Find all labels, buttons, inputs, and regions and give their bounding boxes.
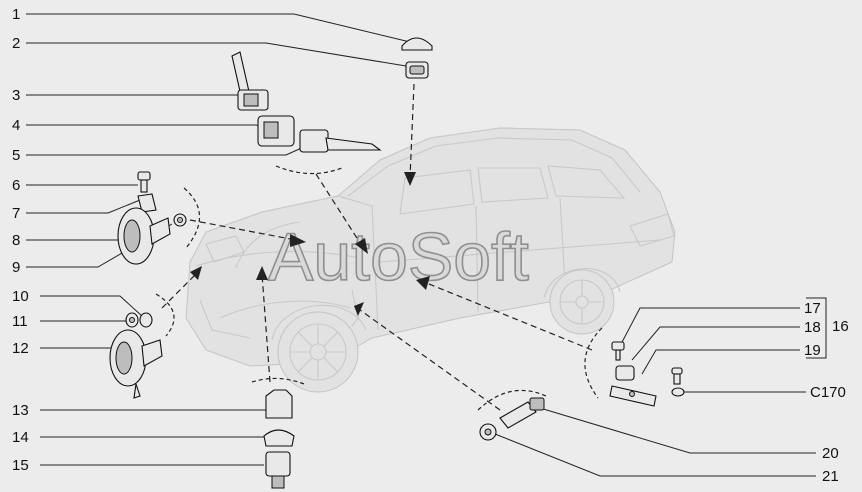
part-3-switch-lever xyxy=(231,51,269,111)
part-13-switch-top xyxy=(265,389,293,419)
part-2-bushing xyxy=(405,61,429,79)
callout-18: 18 xyxy=(804,319,821,336)
part-5-wiper-lever xyxy=(299,129,382,153)
part-15-connector-switch xyxy=(265,451,291,489)
callout-11: 11 xyxy=(12,313,28,330)
part-21-cap xyxy=(479,423,497,441)
group-arcs xyxy=(155,165,603,411)
part-4-switch-body xyxy=(257,115,295,147)
callout-21: 21 xyxy=(822,468,839,485)
callout-c170: C170 xyxy=(810,384,846,401)
callout-9: 9 xyxy=(12,259,20,276)
callout-14: 14 xyxy=(12,429,29,446)
part-7-bracket xyxy=(137,193,157,213)
callout-1: 1 xyxy=(12,6,20,23)
part-17-screw xyxy=(611,341,625,361)
callout-7: 7 xyxy=(12,205,20,222)
car-outline xyxy=(185,127,676,393)
part-8-horn-upper xyxy=(117,207,171,265)
part-19-bracket xyxy=(609,385,657,407)
part-12-horn-lower xyxy=(109,329,163,399)
callout-13: 13 xyxy=(12,402,29,419)
callout-3: 3 xyxy=(12,87,20,104)
callout-17: 17 xyxy=(804,300,821,317)
direction-arrows xyxy=(161,83,593,411)
leader-lines xyxy=(26,13,827,477)
callout-6: 6 xyxy=(12,177,20,194)
callout-16: 16 xyxy=(832,318,849,335)
part-11-nut xyxy=(125,312,139,328)
part-c170-bolt xyxy=(671,367,685,397)
callout-labels: 1 2 3 4 5 6 7 8 9 10 11 12 13 14 15 16 1… xyxy=(12,6,849,485)
callout-12: 12 xyxy=(12,340,29,357)
part-10-washer xyxy=(139,312,153,328)
callout-10: 10 xyxy=(12,288,29,305)
callout-5: 5 xyxy=(12,147,20,164)
part-1-cap xyxy=(401,37,433,51)
part-14-boot xyxy=(263,429,295,447)
callout-15: 15 xyxy=(12,457,29,474)
watermark-text: AutoSoft xyxy=(268,219,529,295)
callout-2: 2 xyxy=(12,35,20,52)
part-20-sensor xyxy=(499,397,545,429)
callout-19: 19 xyxy=(804,342,821,359)
part-6-bolt xyxy=(137,171,151,193)
part-18-switch xyxy=(615,365,635,381)
callout-8: 8 xyxy=(12,232,20,249)
part-9-nut xyxy=(173,213,187,227)
callout-4: 4 xyxy=(12,117,20,134)
callout-20: 20 xyxy=(822,445,839,462)
